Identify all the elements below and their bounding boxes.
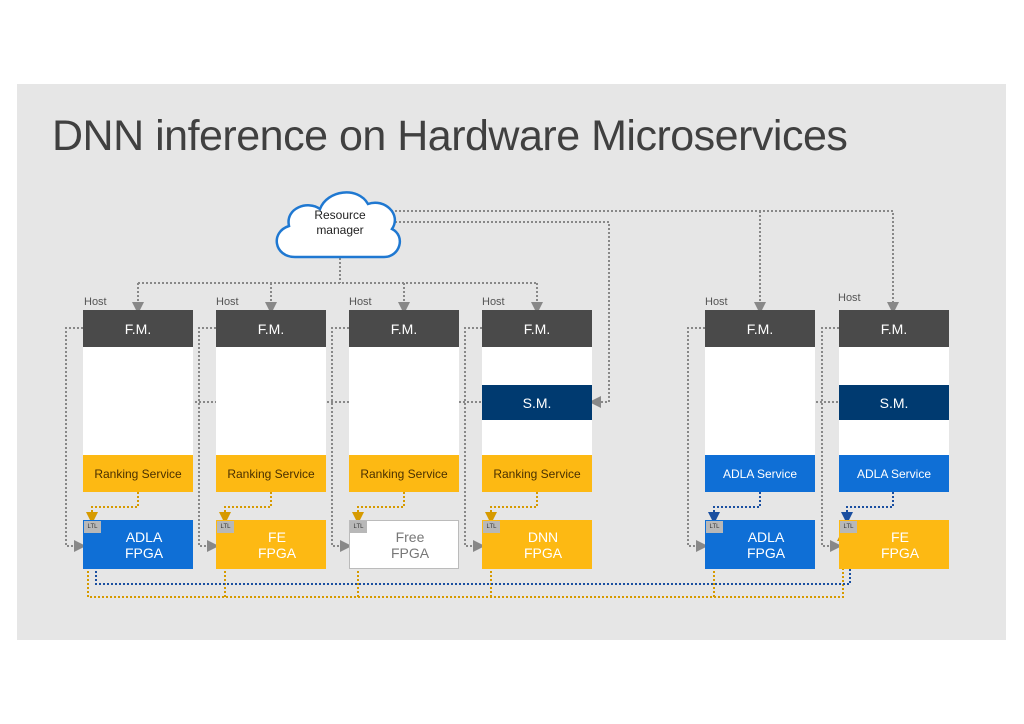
ranking-service: Ranking Service [83,455,193,492]
ranking-service: Ranking Service [482,455,592,492]
host-body [83,347,193,455]
adla-service: ADLA Service [705,455,815,492]
service-manager: S.M. [482,385,592,420]
adla-service: ADLA Service [839,455,949,492]
host-column: F.M. ADLA Service [705,310,815,492]
page-title: DNN inference on Hardware Microservices [52,112,848,160]
host-label: Host [349,296,372,308]
fabric-manager: F.M. [482,310,592,347]
host-column: F.M. Ranking Service [216,310,326,492]
host-label: Host [838,292,861,304]
fabric-manager: F.M. [839,310,949,347]
ltl-badge: LTL [350,521,367,533]
host-column: F.M. Ranking Service [349,310,459,492]
fabric-manager: F.M. [83,310,193,347]
resource-manager-label: Resource manager [314,208,366,237]
host-label: Host [482,296,505,308]
host-column: F.M. Ranking Service [83,310,193,492]
fabric-manager: F.M. [349,310,459,347]
fabric-manager: F.M. [705,310,815,347]
cloud-icon [275,191,402,259]
ltl-badge: LTL [840,521,857,533]
host-label: Host [705,296,728,308]
host-body [349,347,459,455]
host-label: Host [216,296,239,308]
host-body [705,347,815,455]
ltl-badge: LTL [84,521,101,533]
ltl-badge: LTL [483,521,500,533]
host-label: Host [84,296,107,308]
fabric-manager: F.M. [216,310,326,347]
ranking-service: Ranking Service [349,455,459,492]
ltl-badge: LTL [706,521,723,533]
ranking-service: Ranking Service [216,455,326,492]
host-body [216,347,326,455]
ltl-badge: LTL [217,521,234,533]
service-manager: S.M. [839,385,949,420]
